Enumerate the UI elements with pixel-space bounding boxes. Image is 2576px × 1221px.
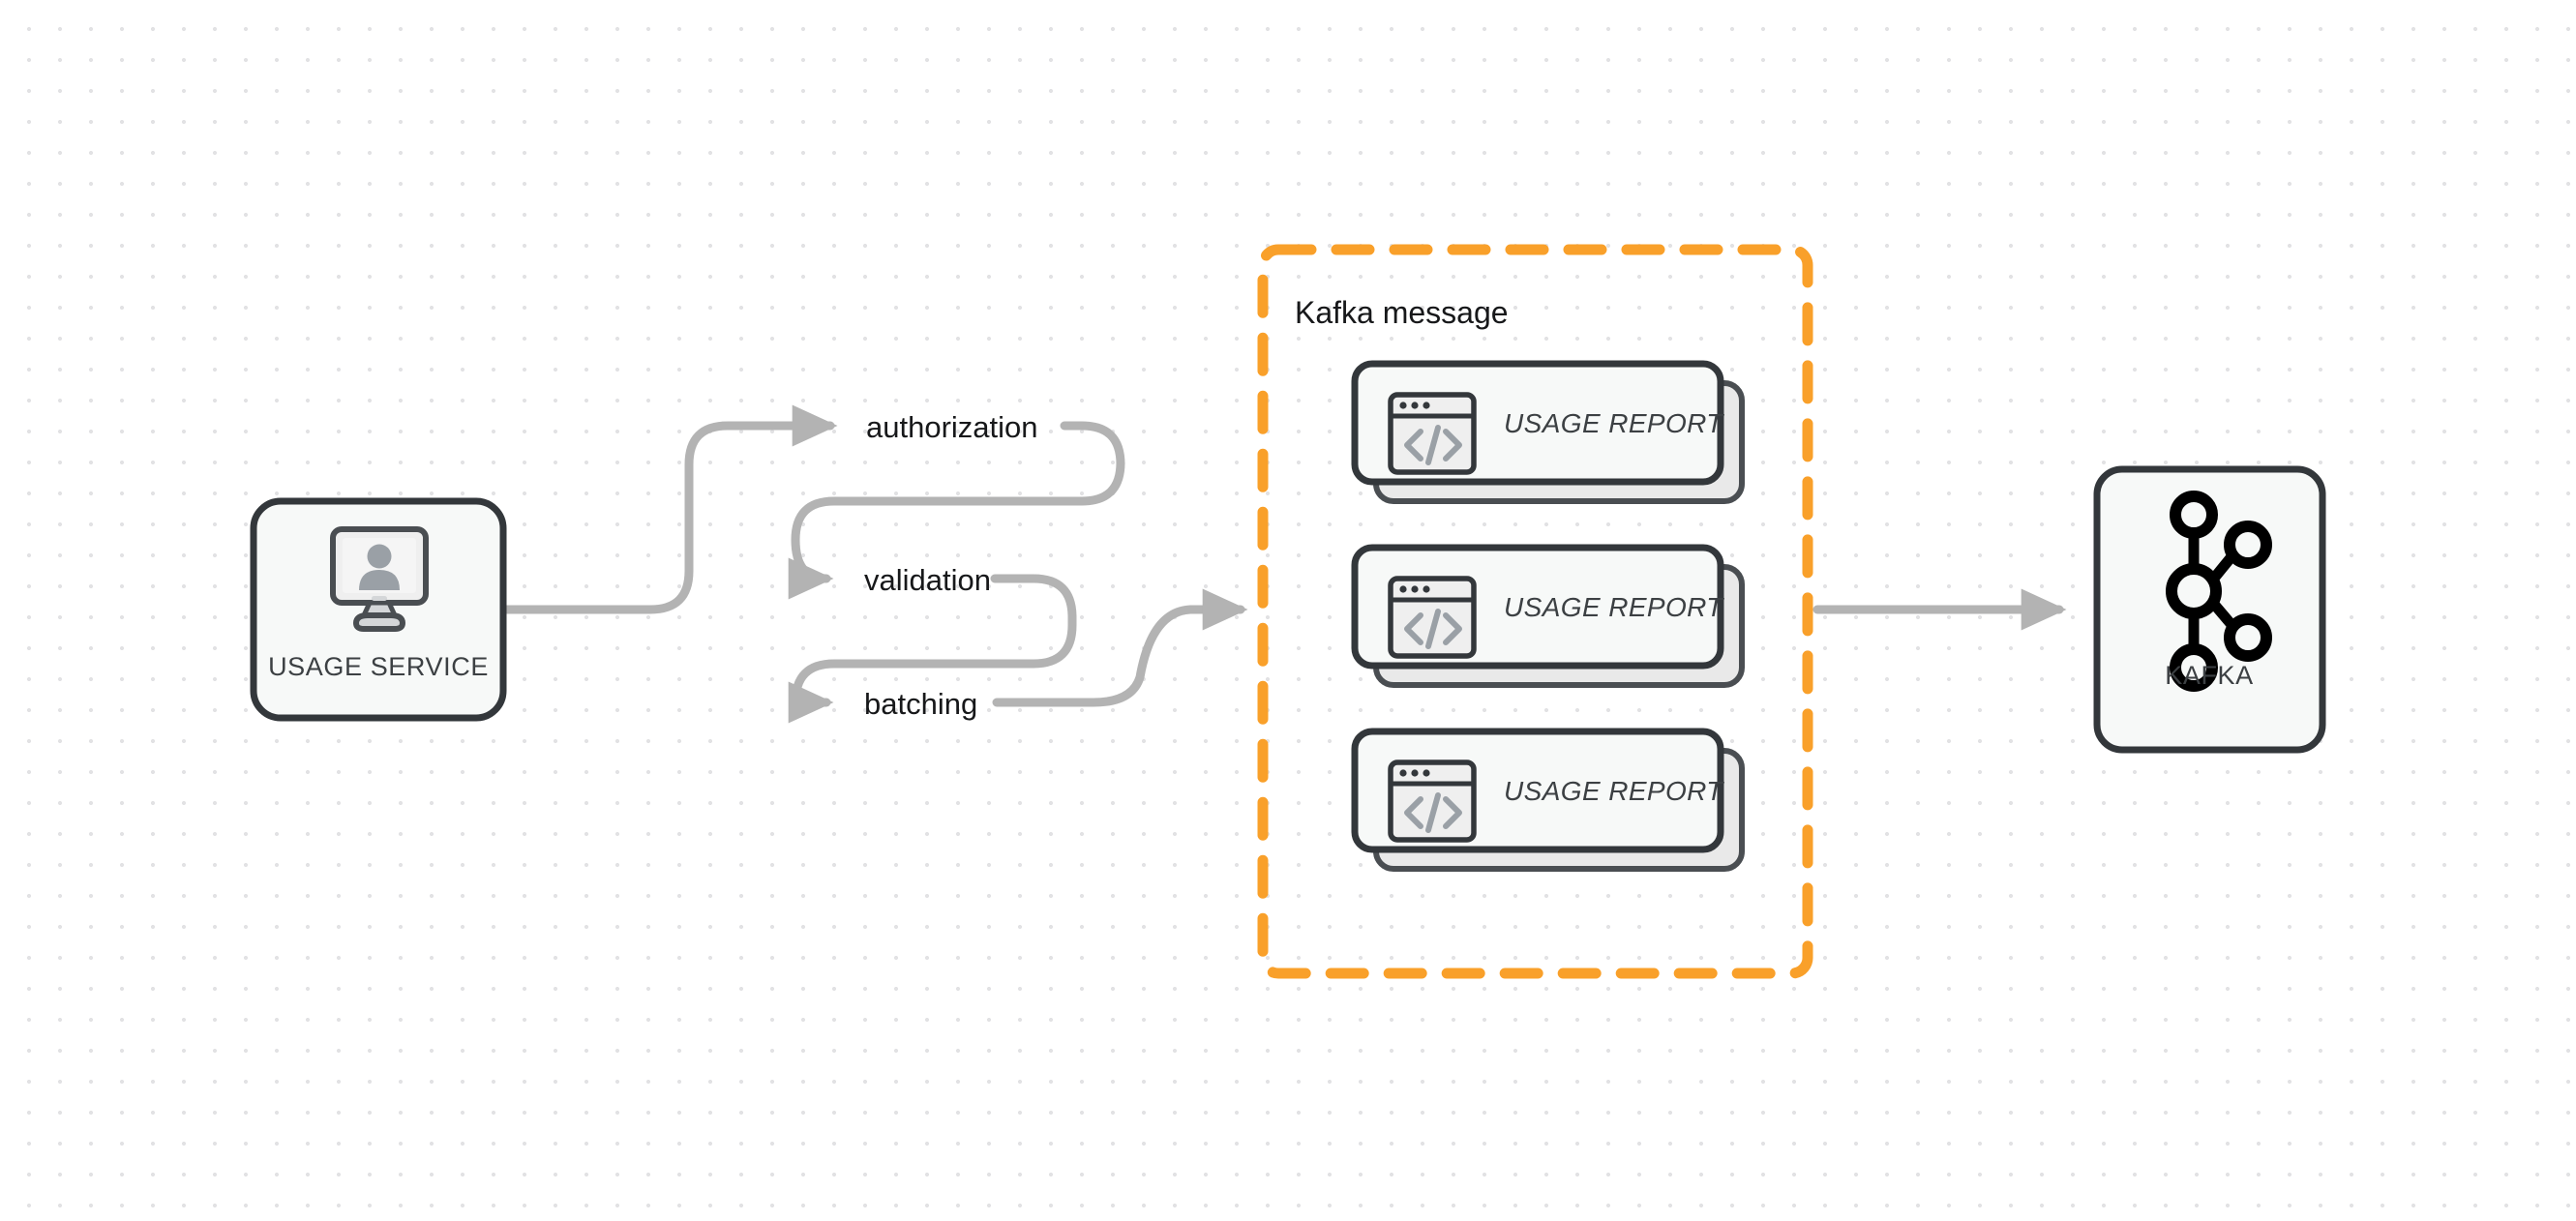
usage-report-card-3[interactable]: USAGE REPORT xyxy=(1351,728,1745,872)
code-window-icon xyxy=(1388,576,1477,659)
usage-report-card-1-label: USAGE REPORT xyxy=(1504,408,1724,438)
usage-report-card-2[interactable]: USAGE REPORT xyxy=(1351,544,1745,688)
kafka-label: KAFKA xyxy=(2165,661,2254,690)
connector-authorization-to-validation xyxy=(788,421,1125,600)
usage-report-card-2-label: USAGE REPORT xyxy=(1504,592,1724,622)
flow-step-label-authorization: authorization xyxy=(866,410,1038,444)
usage-report-card-3-label: USAGE REPORT xyxy=(1504,776,1724,806)
code-window-icon xyxy=(1388,759,1477,843)
usage-report-card-1[interactable]: USAGE REPORT xyxy=(1351,360,1745,504)
connector-service-to-authorization xyxy=(501,404,838,614)
connector-validation-to-batching xyxy=(788,574,1077,724)
code-window-icon xyxy=(1388,392,1477,475)
desktop-user-icon xyxy=(330,526,429,632)
kafka-message-dashed-border xyxy=(1257,244,1813,979)
flow-step-label-validation: validation xyxy=(864,563,991,597)
kafka-logo-icon xyxy=(2166,491,2272,692)
connector-batching-to-kafka-message xyxy=(992,588,1248,707)
usage-service-label: USAGE SERVICE xyxy=(268,652,489,681)
kafka-message-title: Kafka message xyxy=(1295,295,1509,330)
flow-step-label-batching: batching xyxy=(864,687,977,721)
